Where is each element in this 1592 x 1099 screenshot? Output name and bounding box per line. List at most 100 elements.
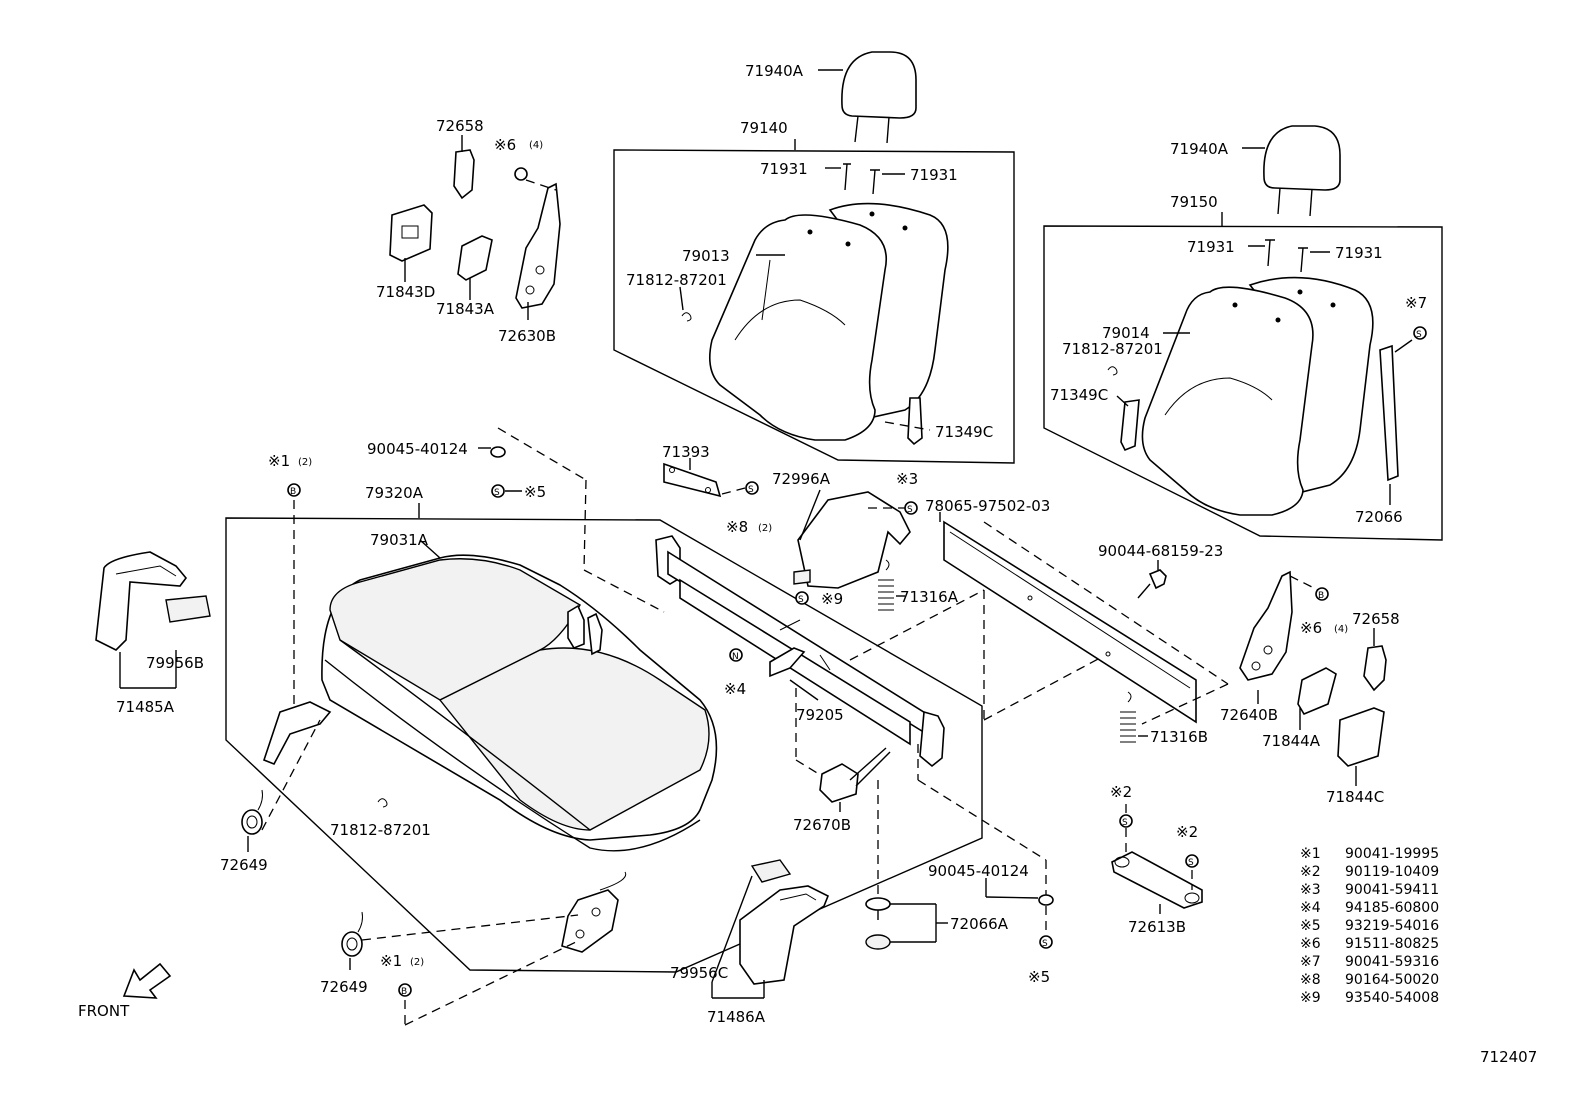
link-72613B: S S xyxy=(1111,804,1203,914)
legend-part-2: 90119-10409 xyxy=(1345,864,1439,880)
bar-78065 xyxy=(849,512,1229,725)
label-note7: ※7 xyxy=(1405,294,1427,312)
label-hinge-cover-top: 72658 xyxy=(436,117,484,135)
front-arrow-icon xyxy=(122,962,172,999)
spring-72649-lower xyxy=(341,911,363,970)
fastener-note7: S xyxy=(1413,326,1427,340)
label-note6-left: ※6 xyxy=(494,136,516,154)
label-cover-71844A: 71844A xyxy=(1262,732,1321,750)
svg-text:B: B xyxy=(290,487,296,497)
label-pad-right: 79956C xyxy=(670,964,728,982)
legend-part-7: 90041-59316 xyxy=(1345,954,1439,970)
svg-text:B: B xyxy=(401,987,407,997)
label-note5-lower: ※5 xyxy=(1028,968,1050,986)
label-headrest-left: 71940A xyxy=(745,62,804,80)
fastener-legend: ※1 90041-19995 ※2 90119-10409 ※3 90041-5… xyxy=(1300,846,1439,1006)
diagram-id: 712407 xyxy=(1480,1048,1537,1066)
legend-mark-4: ※4 xyxy=(1300,900,1321,916)
label-guide-left: 71349C xyxy=(935,423,993,441)
svg-text:S: S xyxy=(1188,858,1194,868)
spring-72649-upper xyxy=(241,789,263,852)
label-guide-right: 71349C xyxy=(1050,386,1108,404)
cover-72996A: S S xyxy=(793,489,918,605)
label-hog-ring-right: 71812-87201 xyxy=(1062,340,1163,358)
label-hog-ring-left: 71812-87201 xyxy=(626,271,727,289)
label-cover-72996A: 72996A xyxy=(772,470,831,488)
legend-mark-2: ※2 xyxy=(1300,864,1321,880)
label-screw-l1: 71931 xyxy=(760,160,808,178)
legend-part-1: 90041-19995 xyxy=(1345,846,1439,862)
label-spring-71316A: 71316A xyxy=(900,588,959,606)
label-note9: ※9 xyxy=(821,590,843,608)
fastener-note1-upper: B xyxy=(287,483,301,497)
label-cover-71844C: 71844C xyxy=(1326,788,1384,806)
label-link-72613B: 72613B xyxy=(1128,918,1186,936)
legend-part-6: 91511-80825 xyxy=(1345,936,1439,952)
label-note8-qty: (2) xyxy=(758,523,772,534)
label-note1-lower: ※1 xyxy=(380,952,402,970)
label-cushion-cover: 79031A xyxy=(370,531,429,549)
left-hinge-group xyxy=(389,135,561,320)
label-spring-left-upper: 72649 xyxy=(220,856,268,874)
label-back-cover-right: 79014 xyxy=(1102,324,1150,342)
legend-mark-1: ※1 xyxy=(1300,846,1321,862)
label-screw-l2: 71931 xyxy=(910,166,958,184)
label-hinge-72630B: 72630B xyxy=(498,327,556,345)
bumper-72066A xyxy=(865,897,948,950)
label-spring-left-lower: 72649 xyxy=(320,978,368,996)
label-nut-lower: 90045-40124 xyxy=(928,862,1029,880)
label-headrest-right: 71940A xyxy=(1170,140,1229,158)
label-back-cover-left: 79013 xyxy=(682,247,730,265)
legend-mark-3: ※3 xyxy=(1300,882,1321,898)
label-spring-71316B: 71316B xyxy=(1150,728,1208,746)
right-hinge-group: B xyxy=(1239,570,1387,786)
svg-text:S: S xyxy=(1122,818,1128,828)
nut-upper: S xyxy=(478,427,665,613)
label-nut-upper: 90045-40124 xyxy=(367,440,468,458)
legend-part-8: 90164-50020 xyxy=(1345,972,1439,988)
svg-text:S: S xyxy=(907,505,913,515)
lock-72670B xyxy=(795,688,891,895)
label-pad-left: 79956B xyxy=(146,654,204,672)
label-note8: ※8 xyxy=(726,518,748,536)
label-hinge-72640B: 72640B xyxy=(1220,706,1278,724)
label-bumper-72066A: 72066A xyxy=(950,915,1009,933)
svg-text:S: S xyxy=(748,485,754,495)
label-side-cover-left: 71485A xyxy=(116,698,175,716)
fastener-note1-lower: B xyxy=(398,983,412,997)
label-frame-79205: 79205 xyxy=(796,706,844,724)
label-note1-upper-qty: (2) xyxy=(298,457,312,468)
legend-mark-8: ※8 xyxy=(1300,972,1321,988)
label-note2-left: ※2 xyxy=(1110,783,1132,801)
label-note4: ※4 xyxy=(724,680,746,698)
front-label: FRONT xyxy=(78,1002,130,1020)
label-note1-lower-qty: (2) xyxy=(410,957,424,968)
seat-back-left-assembly xyxy=(613,139,1015,464)
label-back-left-assy: 79140 xyxy=(740,119,788,137)
label-hinge-cover-right: 72658 xyxy=(1352,610,1400,628)
legend-part-4: 94185-60800 xyxy=(1345,900,1439,916)
label-screw-r1: 71931 xyxy=(1187,238,1235,256)
bolt-90044 xyxy=(1137,560,1167,599)
label-note1-upper: ※1 xyxy=(268,452,290,470)
svg-text:N: N xyxy=(732,652,739,662)
label-bolt-90044: 90044-68159-23 xyxy=(1098,542,1223,560)
label-note6-left-qty: (4) xyxy=(529,140,543,151)
label-bar-78065: 78065-97502-03 xyxy=(925,497,1050,515)
label-note6-right: ※6 xyxy=(1300,619,1322,637)
svg-text:S: S xyxy=(494,488,500,498)
label-note3: ※3 xyxy=(896,470,918,488)
side-cover-left xyxy=(95,551,211,689)
side-cover-right xyxy=(711,859,830,999)
label-note5-upper: ※5 xyxy=(524,483,546,501)
nut-lower: S xyxy=(917,744,1054,949)
label-cushion-assy: 79320A xyxy=(365,484,424,502)
label-lock-72670B: 72670B xyxy=(793,816,851,834)
svg-text:S: S xyxy=(798,595,804,605)
label-bracket-71393: 71393 xyxy=(662,443,710,461)
seat-cushion-assembly xyxy=(225,503,983,973)
svg-text:B: B xyxy=(1318,591,1324,601)
headrest-left xyxy=(818,51,917,144)
